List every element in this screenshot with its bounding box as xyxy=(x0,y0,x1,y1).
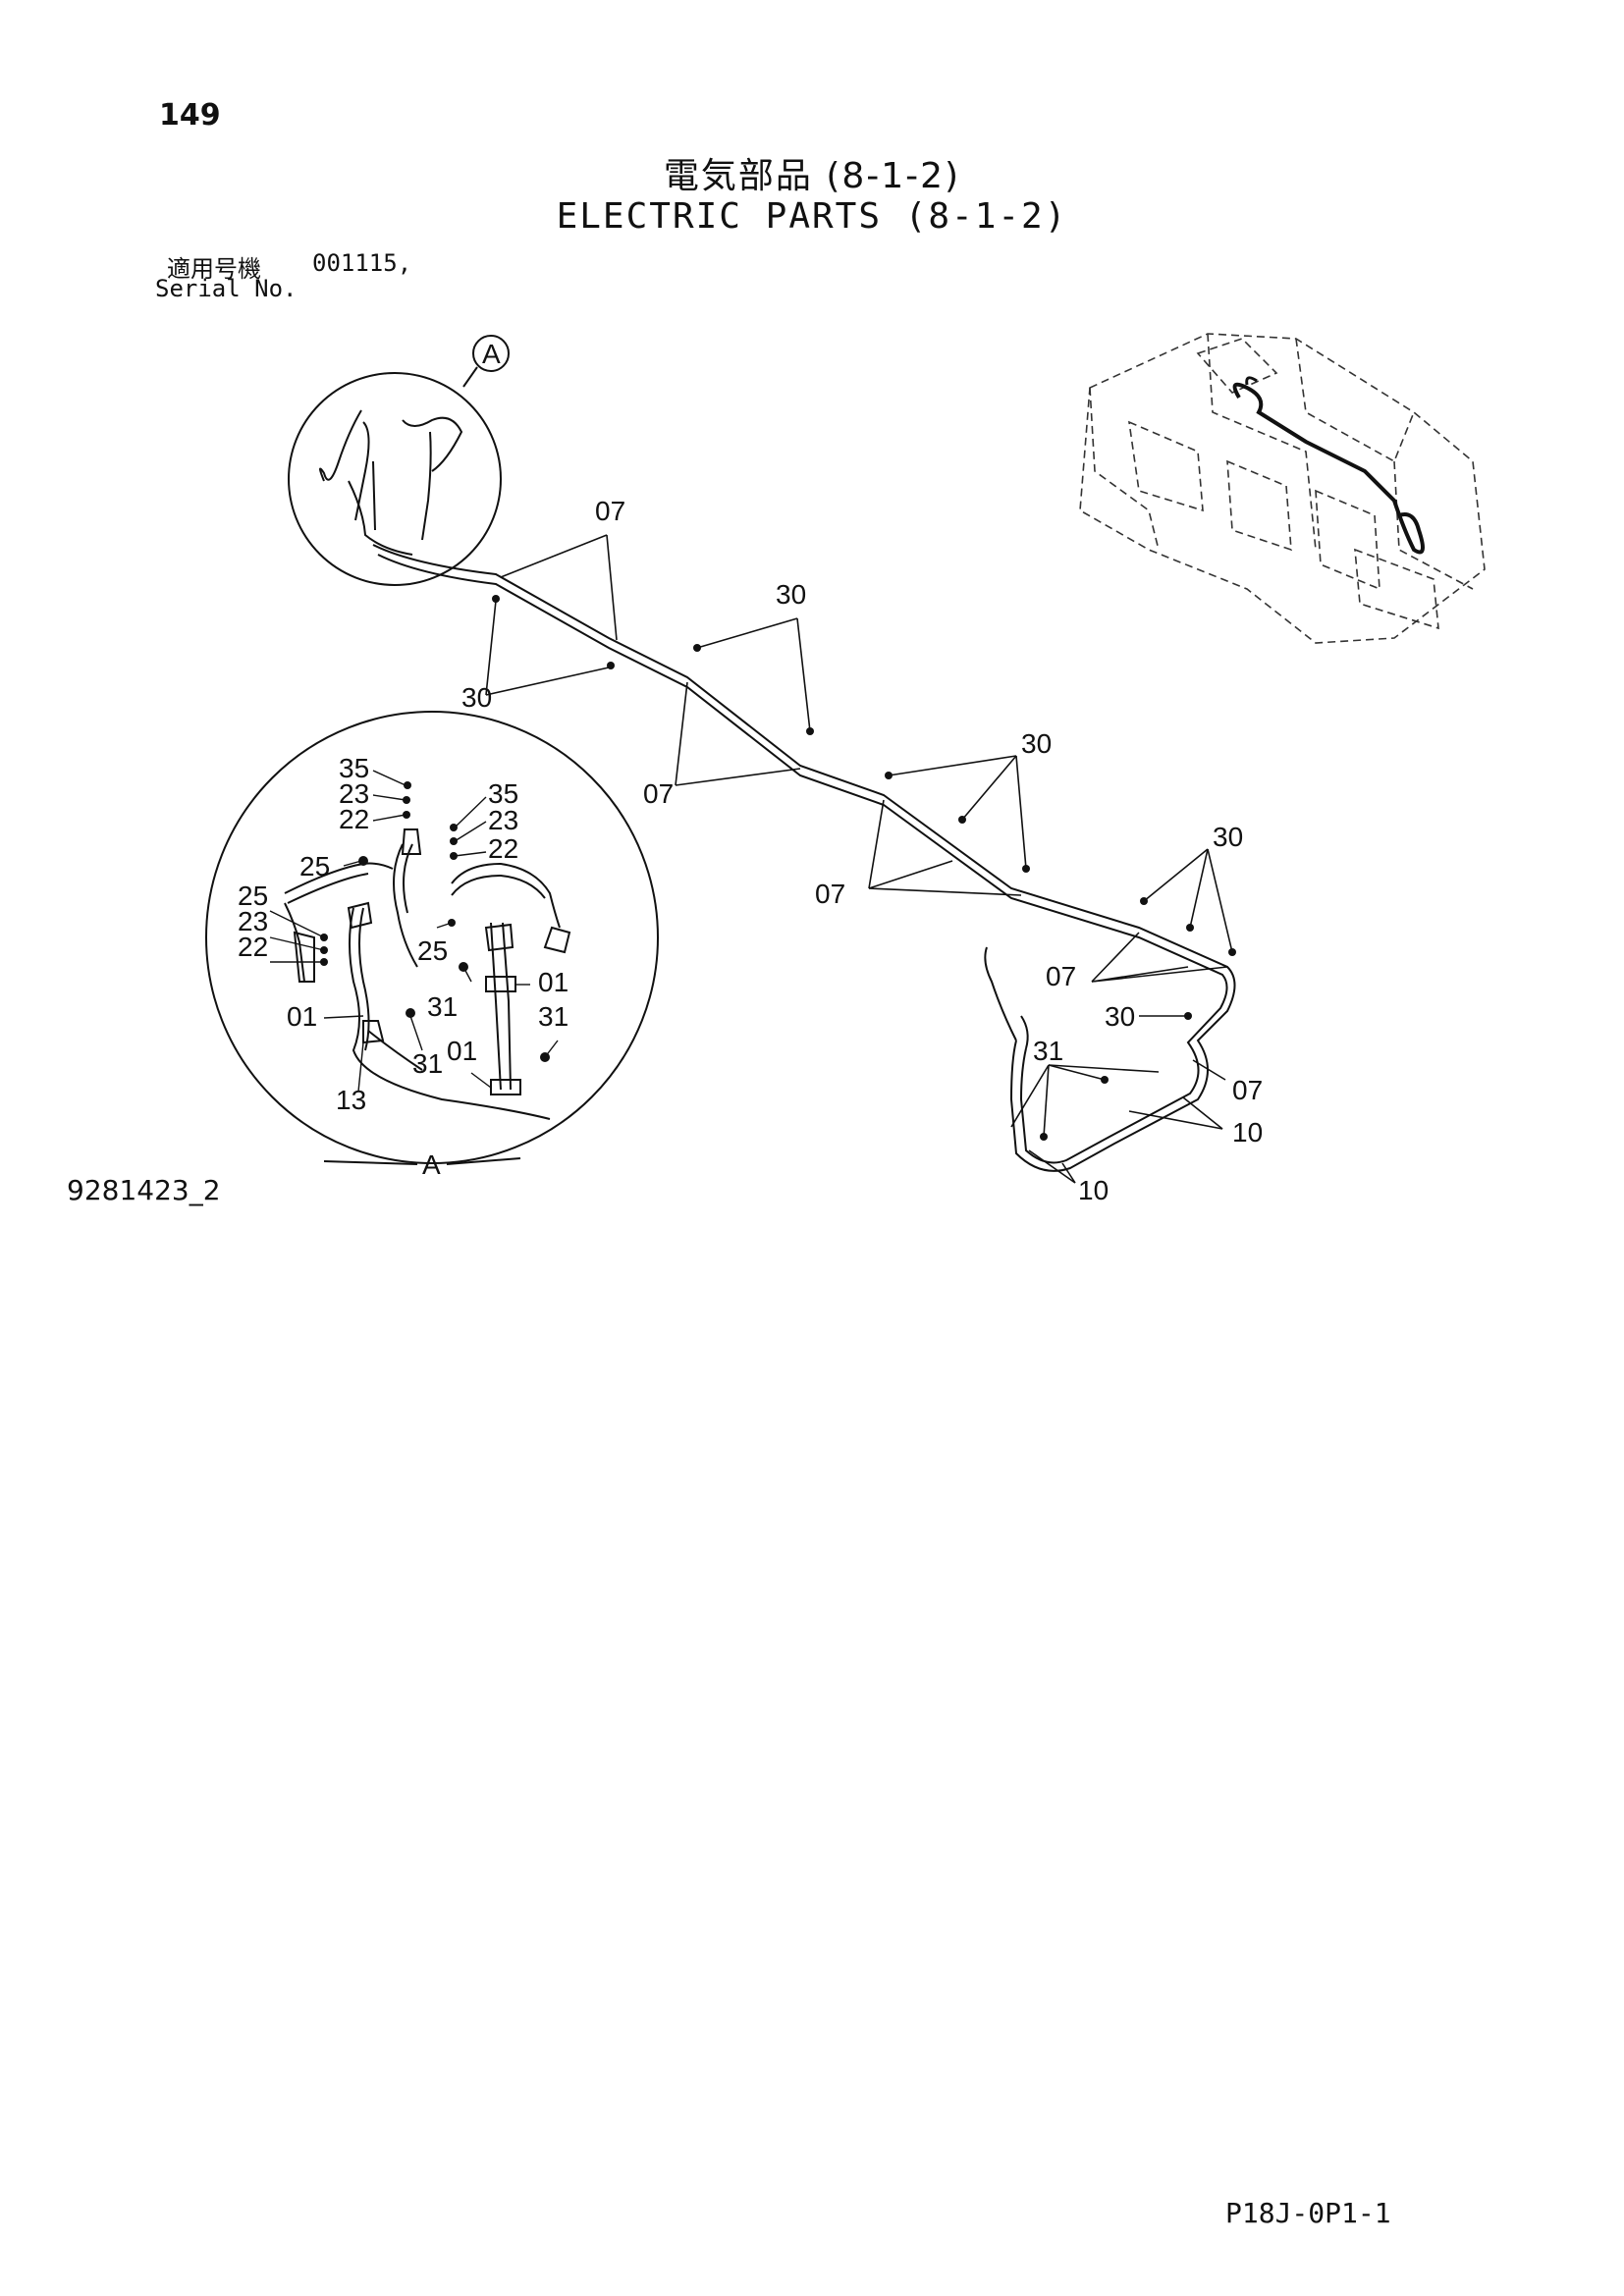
callout-22: 22 xyxy=(488,833,518,864)
large-detail-leaders xyxy=(269,770,559,1093)
callout-31: 31 xyxy=(427,991,458,1022)
callout-23: 23 xyxy=(339,778,369,809)
callout-25: 25 xyxy=(299,851,330,881)
detail-marker-bottom: A xyxy=(422,1149,441,1180)
callout-30: 30 xyxy=(1021,728,1052,759)
callout-01: 01 xyxy=(538,967,568,997)
callout-07: 07 xyxy=(643,778,674,809)
title-english: ELECTRIC PARTS (8-1-2) xyxy=(556,196,1068,237)
detail-marker-top: A xyxy=(482,339,501,369)
callout-01: 01 xyxy=(447,1036,477,1066)
callout-35: 35 xyxy=(488,778,518,809)
small-detail-cables xyxy=(319,409,463,556)
callout-22: 22 xyxy=(238,932,268,962)
title-japanese: 電気部品 (8-1-2) xyxy=(663,156,961,196)
figure-code: 9281423_2 xyxy=(67,1174,221,1206)
callout-07: 07 xyxy=(1046,961,1076,991)
page-number: 149 xyxy=(159,98,221,133)
callout-31: 31 xyxy=(412,1048,443,1079)
detail-marker-circle xyxy=(472,335,510,372)
callout-30: 30 xyxy=(1105,1001,1135,1032)
callout-31: 31 xyxy=(1033,1036,1063,1066)
callout-31: 31 xyxy=(538,1001,568,1032)
callout-30: 30 xyxy=(1213,822,1243,852)
clamp-markers xyxy=(492,595,1236,1141)
callout-30: 30 xyxy=(776,579,806,610)
callout-10: 10 xyxy=(1078,1175,1109,1205)
main-harness xyxy=(372,544,1236,1172)
callout-10: 10 xyxy=(1232,1117,1263,1148)
serial-label-english: Serial No. xyxy=(155,275,298,302)
callout-25: 25 xyxy=(238,881,268,911)
callout-01: 01 xyxy=(287,1001,317,1032)
callout-35: 35 xyxy=(339,753,369,783)
callout-30: 30 xyxy=(461,682,492,713)
large-detail-cables xyxy=(284,828,571,1120)
callout-23: 23 xyxy=(488,805,518,835)
callout-leaders xyxy=(485,534,1233,1184)
callout-07: 07 xyxy=(815,879,845,909)
serial-label-japanese: 適用号機 xyxy=(167,255,261,283)
machine-outline xyxy=(1079,333,1486,644)
callout-25: 25 xyxy=(417,935,448,966)
callout-23: 23 xyxy=(238,906,268,936)
machine-harness-highlight xyxy=(1232,382,1425,555)
page-code: P18J-0P1-1 xyxy=(1225,2197,1391,2229)
callout-13: 13 xyxy=(336,1085,366,1115)
detail-circle-small xyxy=(288,372,502,586)
callout-07: 07 xyxy=(595,496,625,526)
serial-value: 001115, xyxy=(312,249,412,277)
detail-circle-large xyxy=(205,711,659,1164)
large-detail-hardware xyxy=(320,781,550,1062)
callout-07: 07 xyxy=(1232,1075,1263,1105)
callout-22: 22 xyxy=(339,804,369,834)
